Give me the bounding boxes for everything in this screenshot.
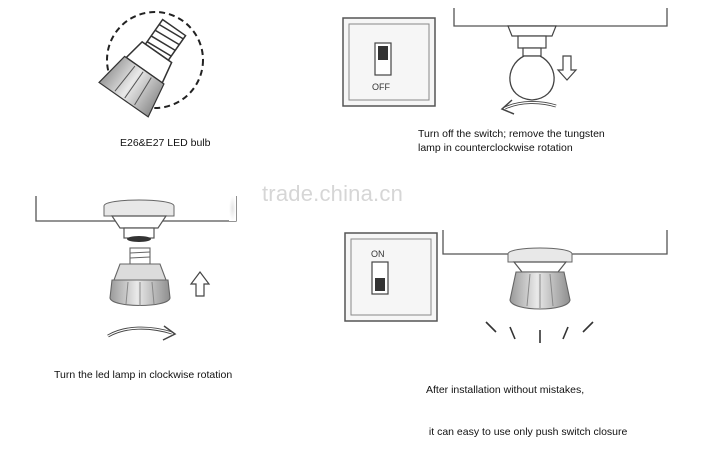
step3-lampholder (103, 199, 175, 242)
light-rays (485, 321, 594, 343)
step2-lampholder-with-tungsten-bulb (507, 25, 557, 101)
installation-diagram: OFF (35, 8, 668, 438)
step3-led-bulb (109, 247, 171, 306)
on-label: ON (371, 249, 385, 259)
watermark: trade.china.cn (262, 181, 403, 206)
step2-ceiling (453, 8, 668, 27)
caption-line: lamp in counterclockwise rotation (418, 142, 573, 154)
clockwise-arrow-icon (107, 325, 177, 341)
down-arrow-icon (556, 55, 578, 81)
step3-caption: Turn the led lamp in clockwise rotation (54, 368, 232, 382)
step4-switch-on-panel (344, 232, 438, 322)
step4-lit-led-bulb (507, 247, 573, 310)
step2-caption: Turn off the switch; remove the tungsten… (418, 127, 605, 155)
caption-line: After installation without mistakes, (426, 384, 585, 396)
step2-switch-off-panel (342, 17, 436, 107)
caption-line: Turn off the switch; remove the tungsten (418, 128, 605, 140)
step1-bulb-closeup (98, 11, 204, 118)
counterclockwise-arrow-icon (500, 99, 557, 115)
caption-line: Turn the led lamp in clockwise rotation (54, 369, 233, 381)
caption-line: it can easy to use only push switch clos… (426, 426, 628, 438)
off-label: OFF (372, 82, 390, 92)
step4-caption: After installation without mistakes, it … (426, 355, 627, 467)
diagram-drawing: OFF (35, 8, 668, 343)
up-arrow-icon (189, 271, 211, 297)
step1-caption: E26&E27 LED bulb (120, 136, 210, 150)
caption-line: E26&E27 LED bulb (120, 137, 211, 149)
